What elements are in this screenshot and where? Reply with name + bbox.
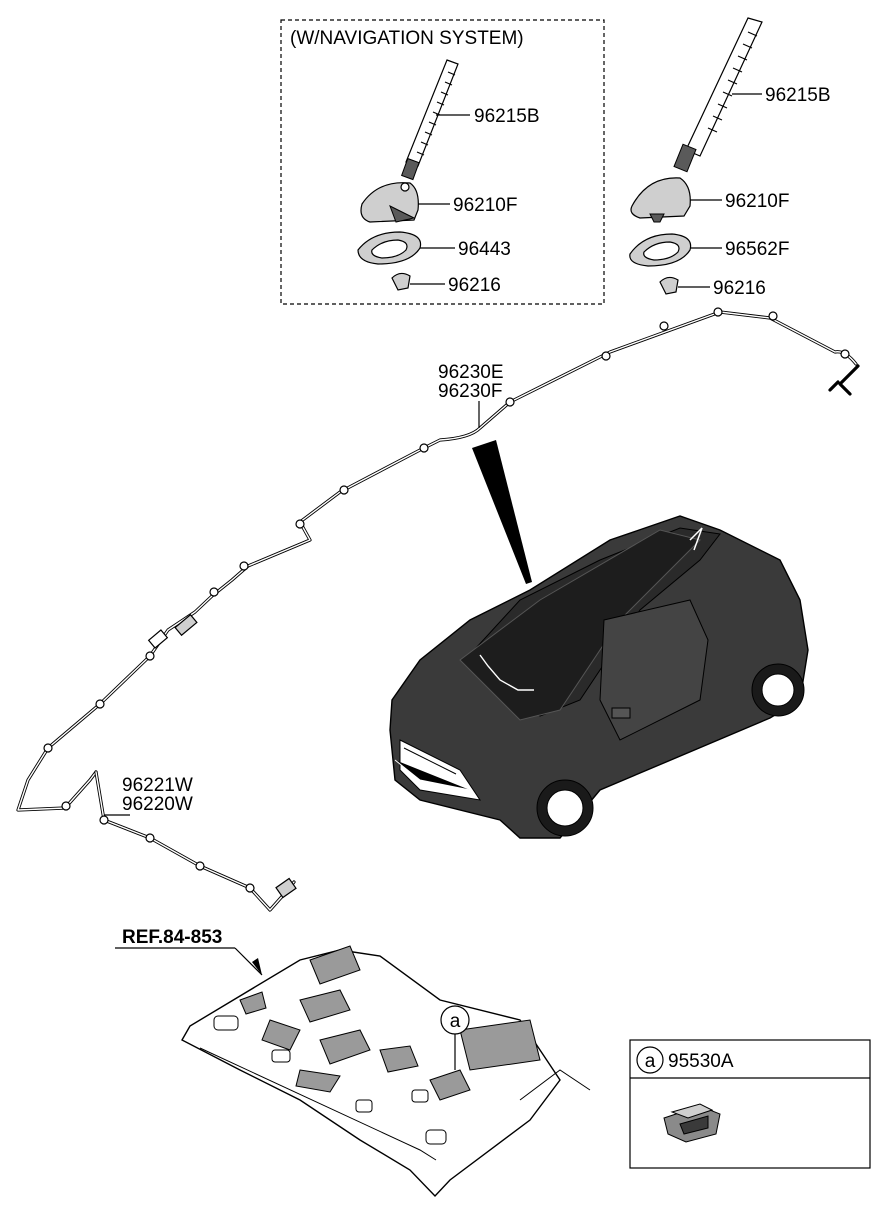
floor-antenna-cable	[94, 770, 297, 912]
label-std-pad: 96562F	[725, 239, 789, 260]
label-nav-antenna-rod: 96215B	[474, 106, 540, 127]
label-ref-floor: REF.84-853	[122, 927, 222, 948]
navigation-group-box	[280, 19, 605, 305]
label-clip-part: 95530A	[668, 1051, 734, 1072]
clip-detail-box	[629, 1039, 871, 1169]
label-std-antenna-rod: 96215B	[765, 85, 831, 106]
std-antenna-rod	[673, 17, 763, 173]
nav-nut	[391, 272, 411, 291]
label-nav-antenna-base: 96210F	[453, 195, 517, 216]
car-illustration	[389, 515, 809, 839]
clip-part	[663, 1103, 721, 1143]
label-floor-cable-1: 96221W	[122, 775, 193, 796]
std-antenna-base	[630, 177, 691, 223]
label-nav-pad: 96443	[458, 239, 511, 260]
std-pad	[629, 233, 692, 267]
clip-callout-circle	[636, 1046, 664, 1074]
label-std-nut: 96216	[713, 278, 766, 299]
label-nav-nut: 96216	[448, 275, 501, 296]
label-roof-cable-2: 96230F	[438, 381, 502, 402]
floor-panel	[181, 945, 591, 1198]
nav-antenna-rod	[400, 59, 459, 181]
label-roof-cable-1: 96230E	[438, 362, 504, 383]
clip-callout-letter: a	[645, 1051, 656, 1072]
label-floor-cable-2: 96220W	[122, 794, 193, 815]
location-pointer	[472, 440, 532, 584]
std-nut	[659, 276, 679, 295]
nav-antenna-base	[360, 182, 419, 223]
label-std-antenna-base: 96210F	[725, 191, 789, 212]
roof-antenna-cable	[16, 307, 860, 812]
nav-pad	[357, 231, 422, 265]
navigation-group-title: (W/NAVIGATION SYSTEM)	[290, 28, 524, 49]
callout-letter: a	[450, 1011, 461, 1032]
